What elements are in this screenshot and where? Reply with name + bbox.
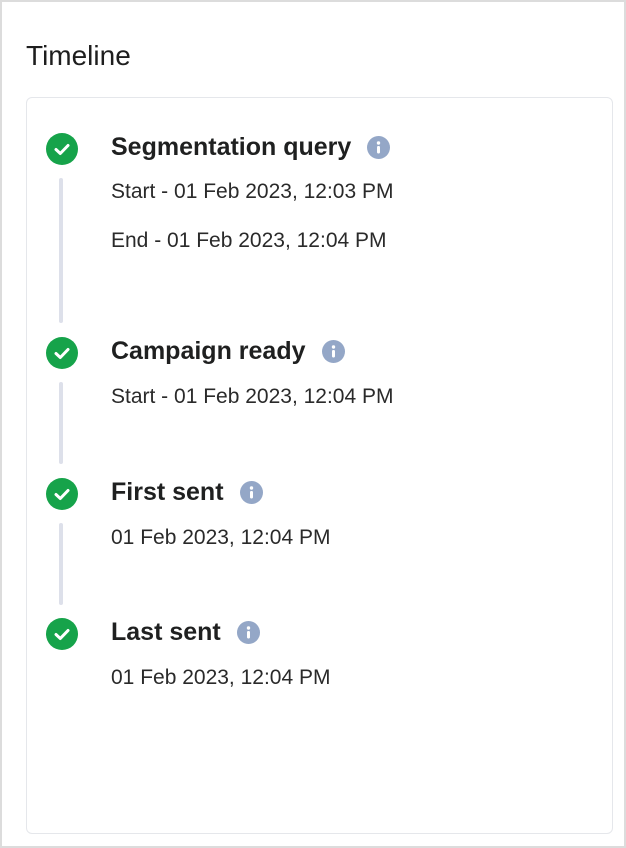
- step-title-label: Campaign ready: [111, 337, 306, 365]
- info-icon[interactable]: [236, 620, 260, 644]
- step-title: Last sent: [111, 616, 260, 648]
- timeline-connector: [59, 178, 63, 323]
- check-circle-icon: [46, 478, 78, 510]
- step-title-label: Last sent: [111, 618, 221, 646]
- info-icon[interactable]: [239, 480, 263, 504]
- step-time: 01 Feb 2023, 12:04 PM: [111, 526, 331, 549]
- step-title-label: Segmentation query: [111, 133, 352, 161]
- info-icon[interactable]: [321, 339, 345, 363]
- timeline-card: Segmentation query Start - 01 Feb 2023, …: [26, 97, 613, 834]
- step-start-time: Start - 01 Feb 2023, 12:03 PM: [111, 180, 394, 203]
- step-title: First sent: [111, 476, 263, 508]
- step-time: 01 Feb 2023, 12:04 PM: [111, 666, 331, 689]
- step-start-time: Start - 01 Feb 2023, 12:04 PM: [111, 385, 394, 408]
- timeline-connector: [59, 382, 63, 464]
- step-end-time: End - 01 Feb 2023, 12:04 PM: [111, 229, 387, 252]
- check-circle-icon: [46, 618, 78, 650]
- step-title: Campaign ready: [111, 335, 345, 367]
- timeline-connector: [59, 523, 63, 605]
- check-circle-icon: [46, 133, 78, 165]
- panel-title: Timeline: [26, 40, 131, 71]
- check-circle-icon: [46, 337, 78, 369]
- step-title-label: First sent: [111, 478, 224, 506]
- step-title: Segmentation query: [111, 131, 391, 163]
- info-icon[interactable]: [367, 135, 391, 159]
